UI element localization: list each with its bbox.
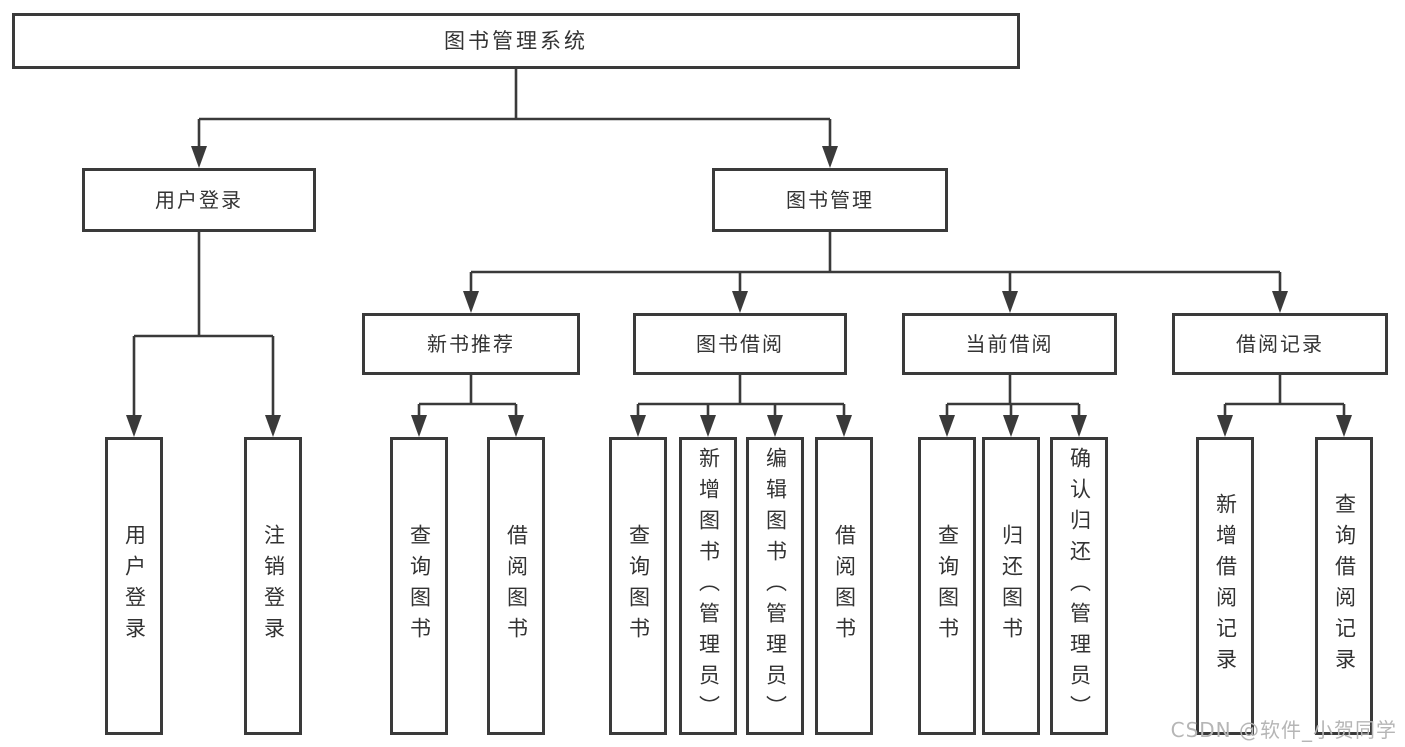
connector-currentborrow-to-children	[945, 375, 1081, 419]
leaf-add-borrow-record: 新增借阅记录	[1196, 437, 1254, 735]
leaf-edit-book-admin: 编辑图书（管理员）	[746, 437, 804, 735]
leaf-return-book: 归还图书	[982, 437, 1040, 735]
node-borrow-records: 借阅记录	[1172, 313, 1388, 375]
connector-bookborrow-to-children	[636, 375, 846, 419]
leaf-query-books-recommend: 查询图书	[390, 437, 448, 735]
leaf-borrow-books-recommend: 借阅图书	[487, 437, 545, 735]
node-new-book-recommend: 新书推荐	[362, 313, 580, 375]
leaf-query-books-current: 查询图书	[918, 437, 976, 735]
node-user-login: 用户登录	[82, 168, 316, 232]
connector-newbook-to-children	[417, 375, 518, 419]
connector-root-to-level2	[197, 69, 832, 150]
node-current-borrow: 当前借阅	[902, 313, 1117, 375]
leaf-confirm-return-admin: 确认归还（管理员）	[1050, 437, 1108, 735]
csdn-watermark: CSDN @软件_小贺同学	[1170, 718, 1397, 742]
leaf-logout: 注销登录	[244, 437, 302, 735]
node-library-system: 图书管理系统	[12, 13, 1020, 69]
leaf-query-borrow-record: 查询借阅记录	[1315, 437, 1373, 735]
leaf-borrow-books-borrow: 借阅图书	[815, 437, 873, 735]
node-book-borrow: 图书借阅	[633, 313, 847, 375]
leaf-add-book-admin: 新增图书（管理员）	[679, 437, 737, 735]
connector-userlogin-to-children	[132, 232, 275, 419]
node-book-management: 图书管理	[712, 168, 948, 232]
leaf-query-books-borrow: 查询图书	[609, 437, 667, 735]
leaf-user-login: 用户登录	[105, 437, 163, 735]
connector-bookmgmt-to-level3	[469, 232, 1282, 295]
connector-records-to-children	[1223, 375, 1346, 419]
